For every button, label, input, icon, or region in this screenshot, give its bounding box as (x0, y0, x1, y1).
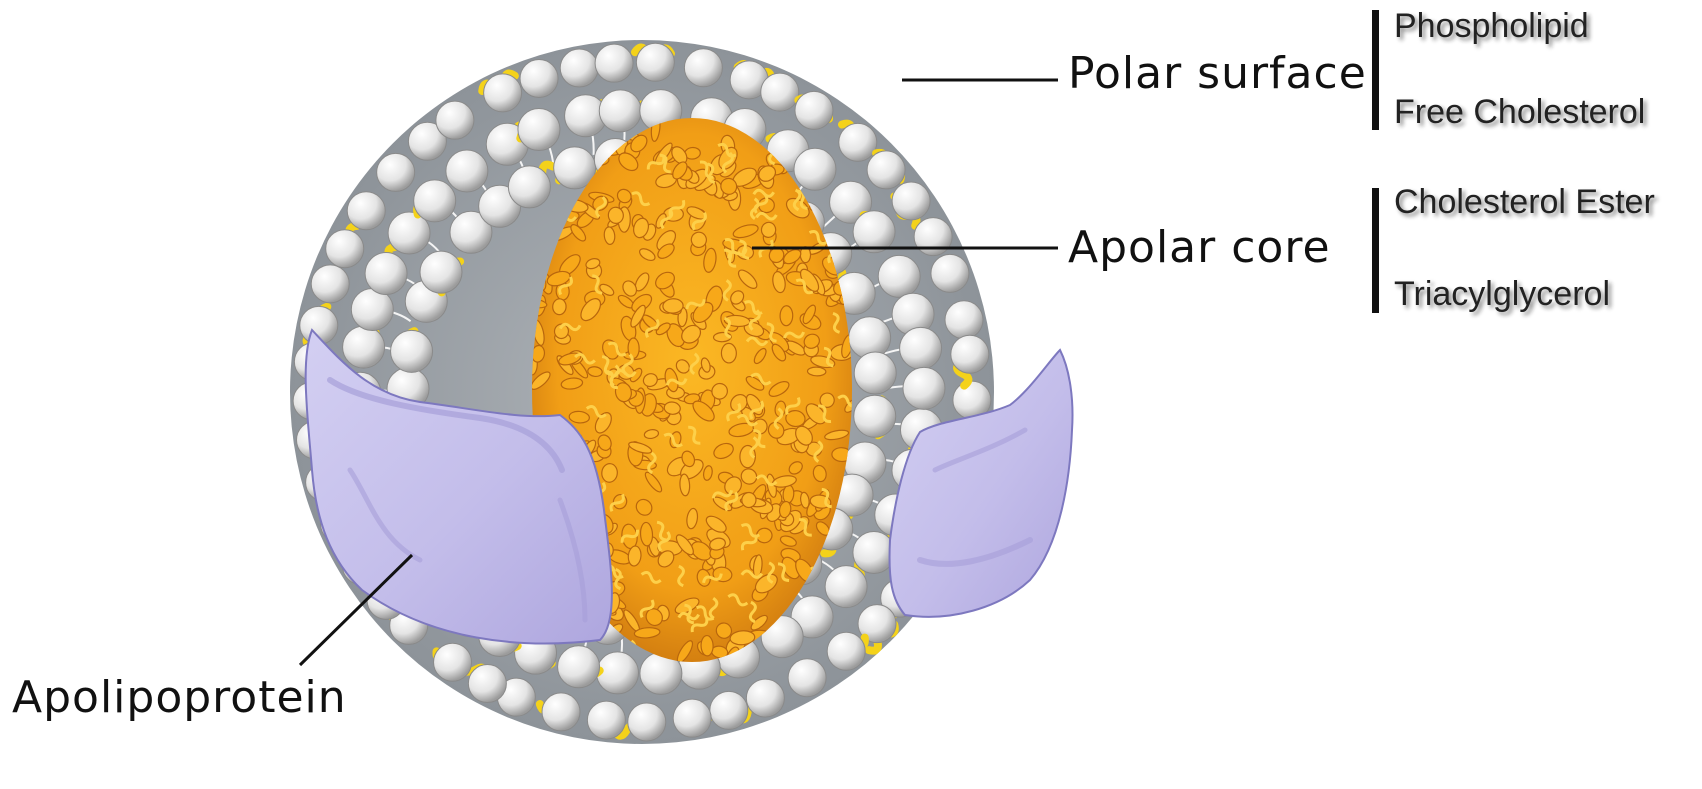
phospholipid-head (854, 395, 896, 437)
phospholipid-head (347, 192, 385, 230)
core-lipid-droplet (721, 343, 736, 363)
phospholipid-head (377, 153, 415, 191)
phospholipid-head (900, 327, 942, 369)
phospholipid-head (391, 330, 433, 372)
phospholipid-head (414, 180, 456, 222)
phospholipid-head (951, 335, 989, 373)
phospholipid-head (795, 91, 833, 129)
phospholipid-head (595, 44, 633, 82)
phospholipid-head (878, 255, 920, 297)
core-lipid-droplet (741, 492, 756, 508)
phospholipid-head (761, 73, 799, 111)
phospholipid-head (945, 301, 983, 339)
polar-surface-components: Phospholipid Phospholipid Free Cholester… (1394, 7, 1648, 134)
label-polar-surface: Polar surface (1068, 48, 1367, 99)
apolar-core-components: Cholesterol Ester Cholesterol Ester Tria… (1394, 183, 1658, 316)
phospholipid-head (518, 109, 560, 151)
phospholipid-head (558, 646, 600, 688)
phospholipid-head (710, 691, 748, 729)
phospholipid-head (684, 49, 722, 87)
phospholipid-head (311, 265, 349, 303)
lipoprotein-particle (290, 40, 994, 744)
phospholipid-head (326, 230, 364, 268)
bracket-polar-surface (1372, 10, 1379, 130)
phospholipid-head (484, 74, 522, 112)
phospholipid-head (903, 367, 945, 409)
phospholipid-head (542, 693, 580, 731)
phospholipid-head (365, 253, 407, 295)
phospholipid-head (839, 123, 877, 161)
phospholipid-head (599, 90, 641, 132)
phospholipid-head (914, 218, 952, 256)
phospholipid-head (434, 643, 472, 681)
phospholipid-head (788, 659, 826, 697)
phospholipid-head (931, 254, 969, 292)
bracket-apolar-core (1372, 188, 1379, 313)
phospholipid-head (436, 101, 474, 139)
core-lipid-droplet (780, 306, 793, 326)
phospholipid-head (892, 182, 930, 220)
core-lipid-droplet (807, 367, 826, 376)
phospholipid-head (636, 43, 674, 81)
phospholipid-head (343, 326, 385, 368)
label-apolar-core: Apolar core (1068, 222, 1331, 273)
phospholipid-head (628, 703, 666, 741)
phospholipid-head (794, 148, 836, 190)
core-lipid-droplet (663, 298, 684, 313)
phospholipid-head (825, 566, 867, 608)
phospholipid-head (468, 665, 506, 703)
phospholipid-head (867, 151, 905, 189)
label-phospholipid: Phospholipid (1394, 7, 1589, 45)
core-lipid-droplet (701, 635, 714, 656)
label-free-cholesterol: Free Cholesterol (1394, 93, 1645, 131)
core-lipid-droplet (552, 298, 566, 315)
label-triacylglycerol: Triacylglycerol (1394, 275, 1610, 313)
phospholipid-head (746, 679, 784, 717)
phospholipid-head (854, 352, 896, 394)
phospholipid-head (520, 59, 558, 97)
phospholipid-head (827, 632, 865, 670)
phospholipid-head (560, 49, 598, 87)
phospholipid-head (673, 699, 711, 737)
label-apolipoprotein: Apolipoprotein (12, 672, 347, 723)
phospholipid-head (446, 150, 488, 192)
phospholipid-head (587, 701, 625, 739)
phospholipid-head (420, 251, 462, 293)
phospholipid-head (853, 211, 895, 253)
phospholipid-head (508, 166, 550, 208)
label-cholesterol-ester: Cholesterol Ester (1394, 183, 1655, 221)
